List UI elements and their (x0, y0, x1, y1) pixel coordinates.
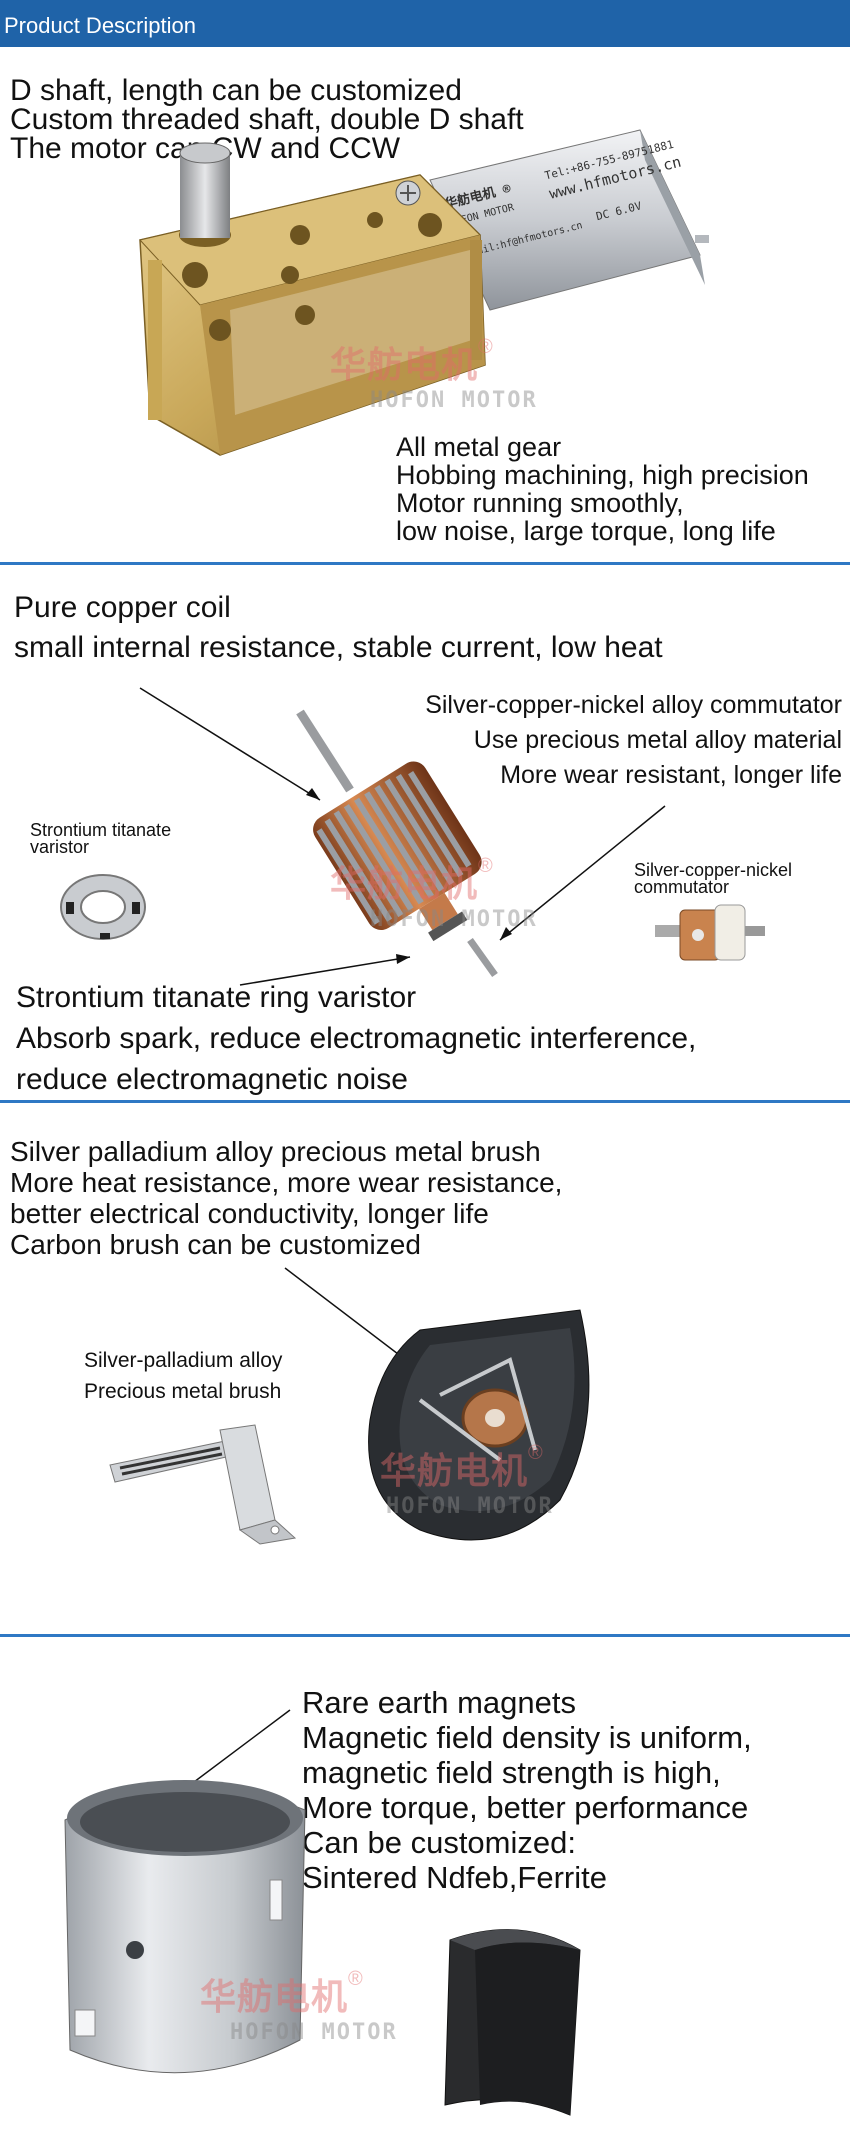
text-line: Pure copper coil (14, 591, 231, 624)
text-line: Magnetic field density is uniform, (302, 1720, 752, 1755)
text-line: Silver-palladium alloy (84, 1349, 283, 1372)
text-line: better electrical conductivity, longer l… (10, 1198, 489, 1229)
gear-motor-image: 华舫电机 ® HOFON MOTOR Tel:+86-755-89751881 … (139, 129, 709, 456)
section-divider (0, 1634, 850, 1637)
rotor-coil-image (296, 709, 498, 978)
gear-description: All metal gear Hobbing machining, high p… (396, 433, 809, 545)
hofon-watermark: 华舫电机® HOFON MOTOR (380, 1442, 554, 1519)
motor-housing-image (64, 1780, 306, 2074)
arc-magnet-image (444, 1929, 581, 2116)
text-line: Carbon brush can be customized (10, 1229, 421, 1260)
text-line: Precious metal brush (84, 1380, 282, 1403)
text-line: Use precious metal alloy material (473, 726, 842, 754)
magnet-description: Rare earth magnets Magnetic field densit… (302, 1685, 752, 1895)
text-line: varistor (30, 837, 90, 857)
section-divider (0, 562, 850, 565)
text-line: More wear resistant, longer life (500, 761, 842, 789)
hofon-watermark: 华舫电机® HOFON MOTOR (330, 855, 538, 932)
text-line: Sintered Ndfeb,Ferrite (302, 1860, 607, 1895)
commutator-small-label: Silver-copper-nickel commutator (634, 860, 793, 897)
text-line: commutator (634, 877, 730, 897)
text-line: Silver-copper-nickel alloy commutator (425, 691, 842, 719)
text-line: reduce electromagnetic noise (16, 1063, 408, 1096)
text-line: Motor running smoothly, (396, 488, 684, 518)
brush-description: Silver palladium alloy precious metal br… (10, 1136, 562, 1260)
commutator-description: Silver-copper-nickel alloy commutator Us… (425, 688, 842, 793)
commutator-image (655, 904, 765, 961)
section-divider (0, 1100, 850, 1103)
section-header: Product Description (0, 0, 850, 47)
text-line: Rare earth magnets (302, 1685, 576, 1720)
text-line: Strontium titanate (30, 820, 172, 840)
coil-description: Pure copper coil small internal resistan… (14, 588, 663, 668)
text-line: D shaft, length can be customized (10, 74, 462, 107)
text-line: All metal gear (396, 432, 562, 462)
hofon-watermark: 华舫电机® HOFON MOTOR (330, 336, 538, 413)
text-line: small internal resistance, stable curren… (14, 631, 663, 664)
text-line: Hobbing machining, high precision (396, 460, 809, 490)
varistor-ring-image (60, 874, 146, 940)
text-line: More heat resistance, more wear resistan… (10, 1167, 563, 1198)
text-line: magnetic field strength is high, (302, 1755, 721, 1790)
brush-strip-image (109, 1424, 297, 1545)
text-line: Silver palladium alloy precious metal br… (10, 1136, 541, 1167)
brush-holder-image (368, 1309, 590, 1541)
varistor-small-label: Strontium titanate varistor (30, 820, 172, 857)
text-line: More torque, better performance (302, 1790, 749, 1825)
hofon-watermark: 华舫电机® HOFON MOTOR (200, 1968, 398, 2045)
text-line: Strontium titanate ring varistor (16, 981, 417, 1014)
varistor-description: Strontium titanate ring varistor Absorb … (16, 977, 696, 1100)
text-line: Can be customized: (302, 1825, 576, 1860)
text-line: Silver-copper-nickel (634, 860, 793, 880)
header-title: Product Description (4, 13, 196, 38)
text-line: Absorb spark, reduce electromagnetic int… (16, 1022, 697, 1055)
text-line: low noise, large torque, long life (396, 516, 776, 546)
brush-small-label: Silver-palladium alloy Precious metal br… (84, 1345, 282, 1407)
text-line: Custom threaded shaft, double D shaft (10, 103, 524, 136)
